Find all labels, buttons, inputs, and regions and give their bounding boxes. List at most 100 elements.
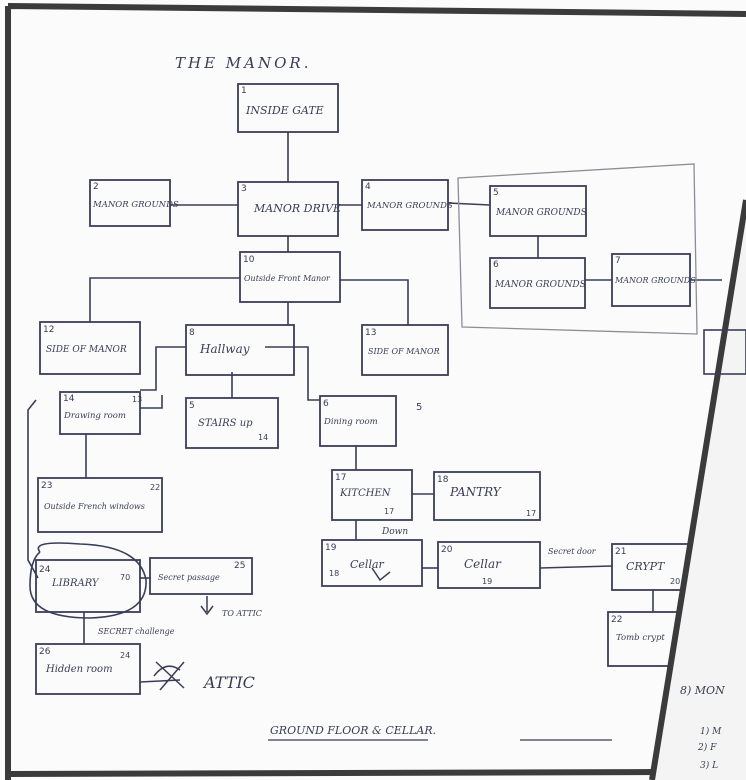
right-page-box — [703, 329, 746, 375]
room-number-7: 7 — [615, 256, 621, 266]
room-box-manor-grounds-2 — [89, 179, 171, 227]
room-number-dining: 6 — [323, 399, 329, 409]
room-number-14: 14 — [63, 394, 75, 404]
room-box-dining-room — [319, 395, 397, 447]
note-dining-number: 5 — [416, 402, 422, 413]
room-label-manor-drive: MANOR DRIVE — [253, 202, 341, 215]
room-box-hidden-room — [35, 643, 141, 695]
room-number-26: 26 — [39, 647, 51, 657]
room-label-crypt: CRYPT — [626, 560, 666, 573]
room-label-cellar-20: Cellar — [464, 557, 502, 571]
room-label-side-of-manor-13: SIDE OF MANOR — [368, 347, 440, 356]
note-secret-door: Secret door — [548, 547, 597, 556]
room-label-manor-grounds-7: MANOR GROUNDS — [614, 276, 696, 285]
room-box-manor-grounds-5 — [489, 185, 587, 237]
room-label-kitchen: KITCHEN — [339, 488, 392, 499]
room-number-4: 4 — [365, 182, 371, 192]
room-number-13: 13 — [365, 328, 376, 338]
room-label-dining-room: Dining room — [323, 417, 378, 427]
note-cellar1-number: 18 — [329, 569, 339, 578]
right-page-item-2: 2) F — [697, 742, 717, 753]
note-pantry-number: 17 — [526, 509, 536, 518]
room-box-manor-grounds-4 — [361, 179, 449, 231]
room-box-side-of-manor-12 — [39, 321, 141, 375]
right-page-item-3: 3) L — [700, 760, 718, 771]
note-secret-challenge: SECRET challenge — [98, 627, 175, 636]
room-box-pantry — [433, 471, 541, 521]
right-page-item-1: 1) M — [700, 726, 722, 737]
room-box-hallway — [185, 324, 295, 376]
room-number-24: 24 — [39, 565, 51, 575]
note-to-attic: TO ATTIC — [222, 609, 262, 618]
room-label-outside-french: Outside French windows — [44, 502, 145, 511]
room-label-manor-grounds-6: MANOR GROUNDS — [494, 280, 586, 290]
room-box-stairs — [185, 397, 279, 449]
room-number-2: 2 — [93, 182, 99, 192]
note-crypt-number: 20 — [670, 577, 680, 586]
room-number-21: 21 — [615, 547, 626, 557]
room-box-cellar-20 — [437, 541, 541, 589]
room-number-3: 3 — [241, 184, 247, 194]
note-kitchen-number: 17 — [384, 507, 394, 516]
note-down: Down — [381, 527, 408, 537]
room-number-23: 23 — [41, 481, 52, 491]
room-labels: 1 INSIDE GATE 2 MANOR GROUNDS 3 MANOR DR… — [39, 86, 696, 675]
grounds-group-outline — [457, 163, 698, 335]
room-box-manor-grounds-6 — [489, 257, 586, 309]
arrows — [153, 567, 391, 691]
room-number-1: 1 — [241, 86, 247, 96]
room-label-outside-front: Outside Front Manor — [244, 274, 331, 283]
room-label-stairs: STAIRS up — [198, 418, 253, 429]
room-box-cellar-19 — [321, 539, 423, 587]
room-label-side-of-manor-12: SIDE OF MANOR — [46, 345, 127, 355]
map-title: THE MANOR. — [175, 54, 311, 72]
note-french-number: 22 — [150, 483, 160, 492]
room-number-8: 8 — [189, 328, 195, 338]
room-number-6: 6 — [493, 260, 499, 270]
note-library-number: 70 — [120, 573, 130, 582]
room-box-secret-passage — [149, 557, 253, 595]
room-label-secret-passage: Secret passage — [158, 573, 220, 582]
room-number-22: 22 — [611, 615, 622, 625]
room-number-18: 18 — [437, 475, 449, 485]
room-number-10: 10 — [243, 255, 255, 265]
room-box-inside-gate — [237, 83, 339, 133]
room-box-side-of-manor-13 — [361, 324, 449, 376]
right-page-heading: 8) MON — [680, 684, 725, 697]
library-circle — [29, 542, 147, 619]
room-box-manor-drive — [237, 181, 339, 237]
room-box-outside-french — [37, 477, 163, 533]
frame-border — [5, 3, 746, 780]
room-label-manor-grounds-5: MANOR GROUNDS — [495, 208, 587, 218]
room-label-tomb-crypt: Tomb crypt — [616, 633, 665, 643]
note-stairs-number: 14 — [258, 433, 268, 442]
room-label-hidden-room: Hidden room — [45, 664, 113, 675]
room-label-manor-grounds-4: MANOR GROUNDS — [366, 201, 453, 211]
note-hidden-number: 24 — [120, 651, 130, 660]
room-number-5: 5 — [493, 188, 499, 198]
room-label-library: LIBRARY — [51, 578, 100, 589]
room-label-manor-grounds-2: MANOR GROUNDS — [92, 200, 179, 210]
room-box-outside-front — [239, 251, 341, 303]
room-boxes — [35, 83, 693, 695]
room-box-manor-grounds-7 — [611, 253, 691, 307]
room-label-cellar-19: Cellar — [350, 558, 385, 571]
right-page-edge — [649, 199, 746, 780]
room-number-20: 20 — [441, 545, 453, 555]
room-label-inside-gate: INSIDE GATE — [245, 104, 324, 117]
map-footer: GROUND FLOOR & CELLAR. — [270, 724, 436, 737]
room-number-12: 12 — [43, 325, 54, 335]
note-drawing-number: 13 — [132, 395, 142, 404]
connections — [27, 132, 722, 683]
room-label-hallway: Hallway — [199, 342, 250, 356]
room-number-stairs: 5 — [189, 401, 195, 411]
note-cellar2-number: 19 — [482, 577, 492, 586]
room-box-kitchen — [331, 469, 413, 521]
room-label-pantry: PANTRY — [449, 485, 502, 499]
annotations: Down Secret door TO ATTIC SECRET challen… — [98, 395, 680, 692]
room-label-drawing-room: Drawing room — [63, 411, 126, 421]
room-number-19: 19 — [325, 543, 337, 553]
room-box-drawing-room — [59, 391, 141, 435]
room-number-17: 17 — [335, 473, 346, 483]
